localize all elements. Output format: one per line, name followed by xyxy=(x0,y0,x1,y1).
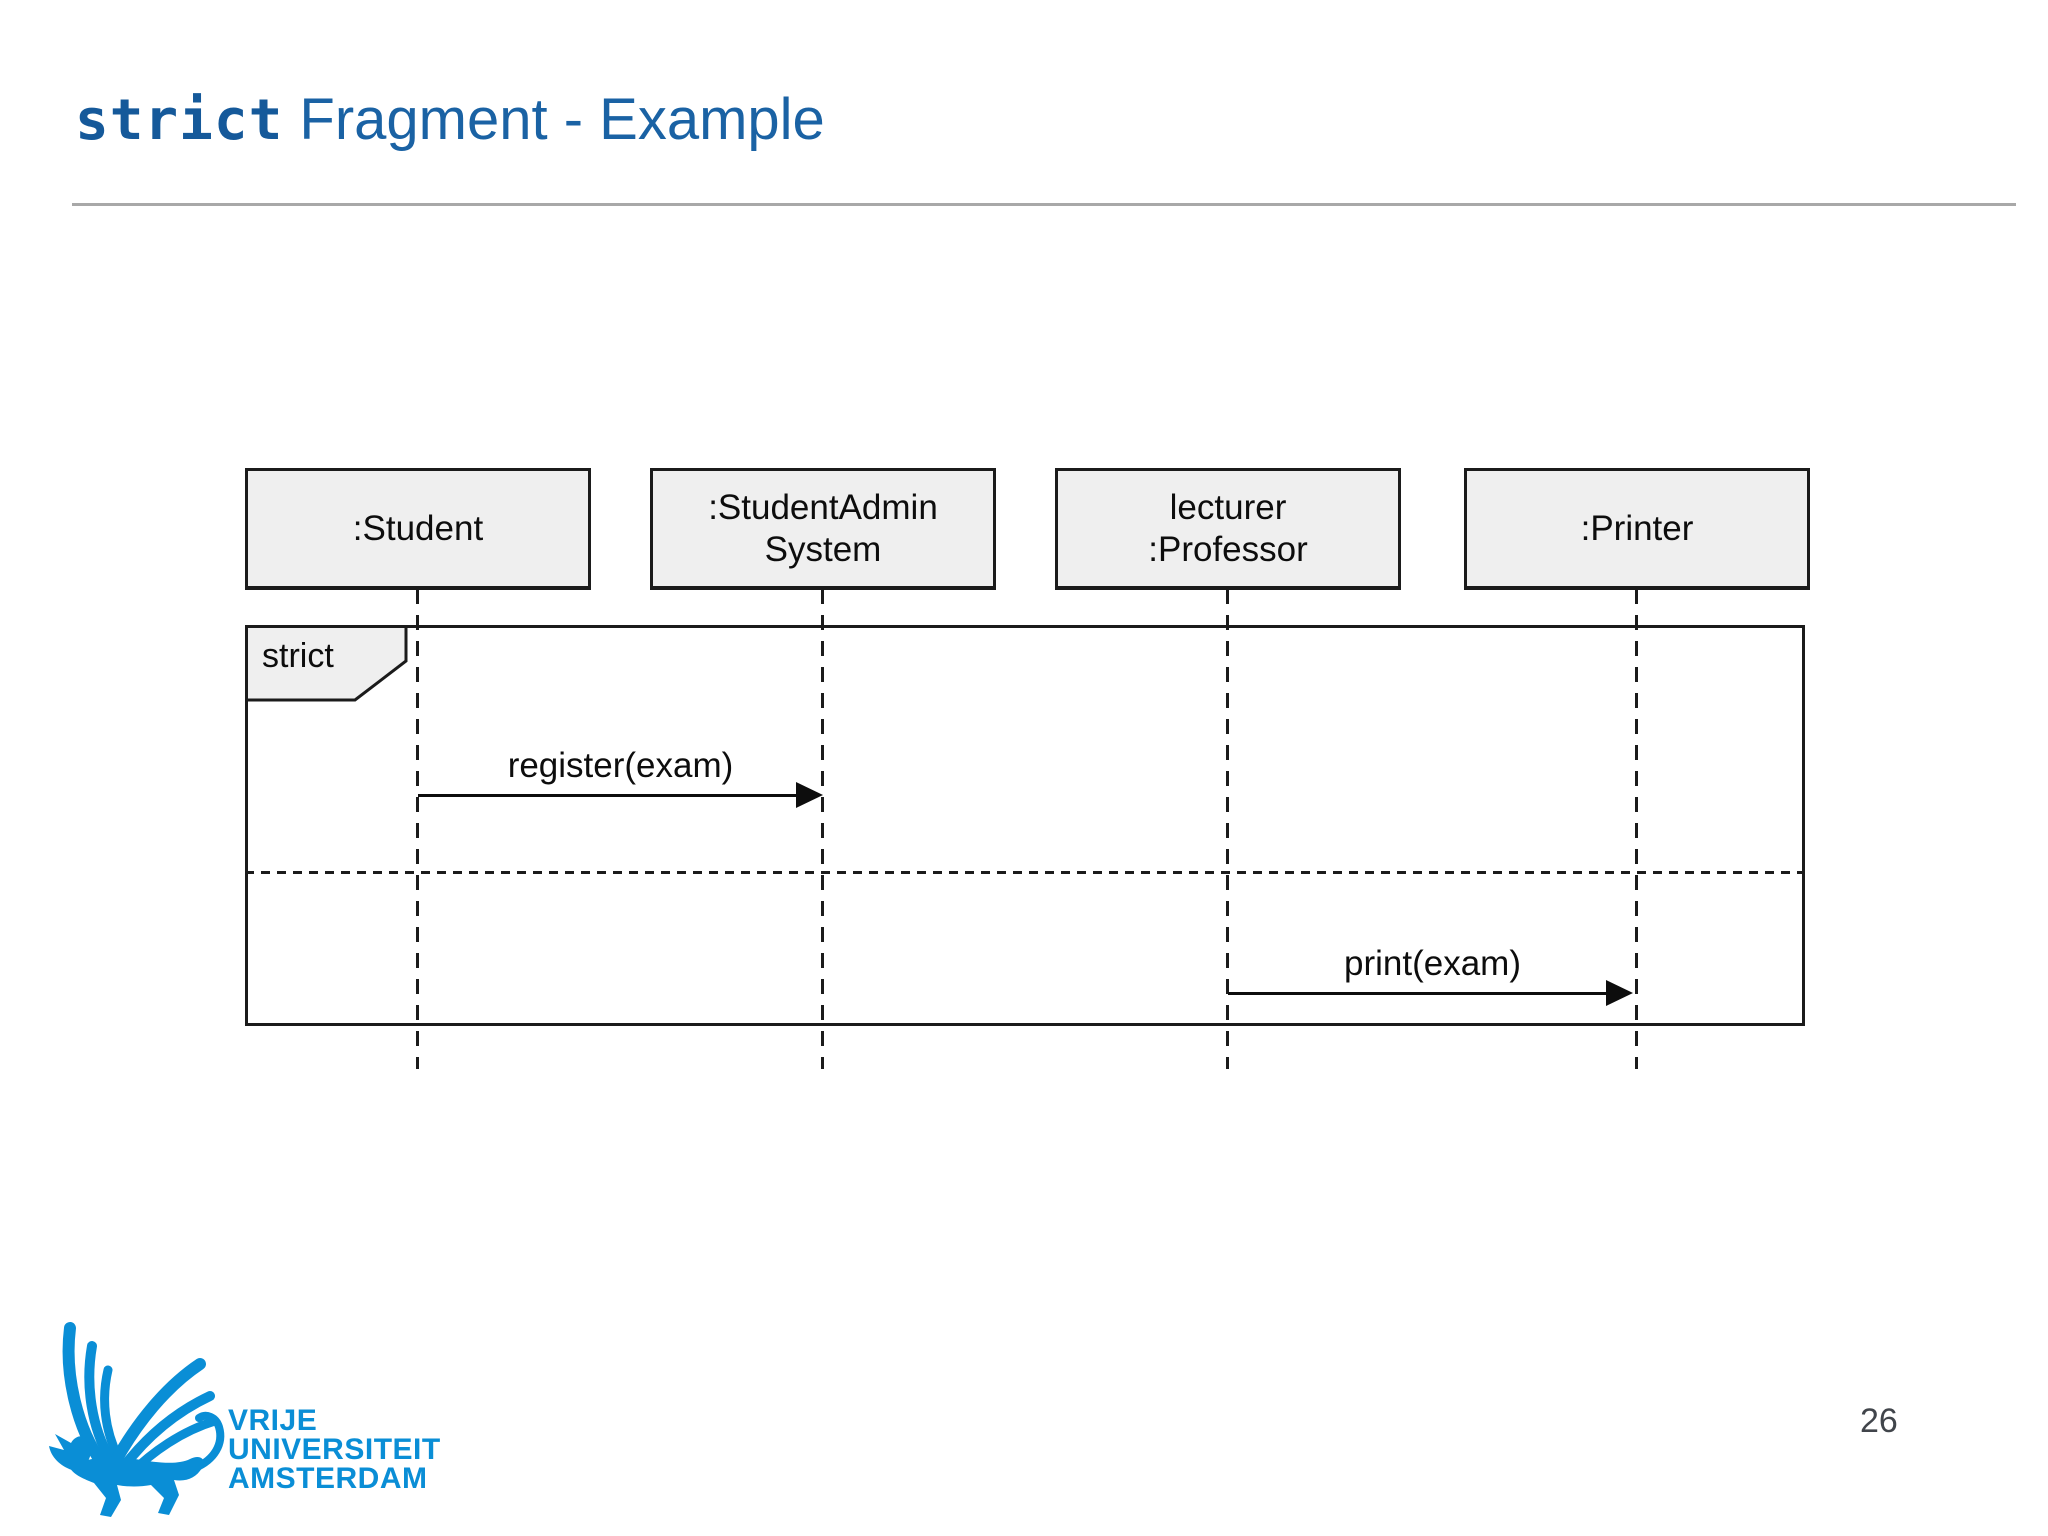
lifeline-label: :StudentAdmin xyxy=(708,487,938,527)
title-code-word: strict xyxy=(75,88,284,153)
lifeline-head-studentadminsystem: :StudentAdmin System xyxy=(650,468,996,590)
title-underline xyxy=(72,203,2016,206)
lifeline-label: :Professor xyxy=(1148,529,1308,569)
message-label-register-exam: register(exam) xyxy=(507,746,734,785)
vu-logo-text: VRIJE UNIVERSITEIT AMSTERDAM xyxy=(228,1404,441,1495)
message-line-register-exam xyxy=(418,794,801,797)
lifeline-head-professor: lecturer :Professor xyxy=(1055,468,1401,590)
arrowhead-icon xyxy=(796,782,823,808)
lifeline-professor xyxy=(1226,589,1229,1069)
vu-logo-line: VRIJE xyxy=(228,1404,318,1437)
title-rest: Fragment - Example xyxy=(283,87,825,152)
strict-fragment-frame xyxy=(245,625,1805,1026)
page-title: strict Fragment - Example xyxy=(75,86,825,153)
lifeline-studentadminsystem xyxy=(821,589,824,1069)
lifeline-head-printer: :Printer xyxy=(1464,468,1810,590)
arrowhead-icon xyxy=(1606,980,1633,1006)
vu-griffin-icon xyxy=(49,1322,225,1517)
lifeline-label: System xyxy=(764,529,882,569)
lifeline-head-student: :Student xyxy=(245,468,591,590)
lifeline-label: lecturer xyxy=(1169,487,1287,527)
vu-logo: VRIJE UNIVERSITEIT AMSTERDAM xyxy=(40,1318,480,1528)
vu-logo-line: UNIVERSITEIT xyxy=(228,1433,441,1466)
page-number: 26 xyxy=(1860,1402,1898,1440)
message-line-print-exam xyxy=(1228,992,1611,995)
vu-logo-line: AMSTERDAM xyxy=(228,1462,428,1495)
fragment-divider-dashed-line xyxy=(245,871,1805,874)
lifeline-label: :Student xyxy=(352,508,484,548)
fragment-operator-label: strict xyxy=(262,637,334,675)
message-label-print-exam: print(exam) xyxy=(1344,944,1521,983)
lifeline-printer xyxy=(1635,589,1638,1069)
lifeline-label: :Printer xyxy=(1580,508,1694,548)
lifeline-student xyxy=(416,589,419,1069)
fragment-operator-pentagon xyxy=(245,625,408,702)
